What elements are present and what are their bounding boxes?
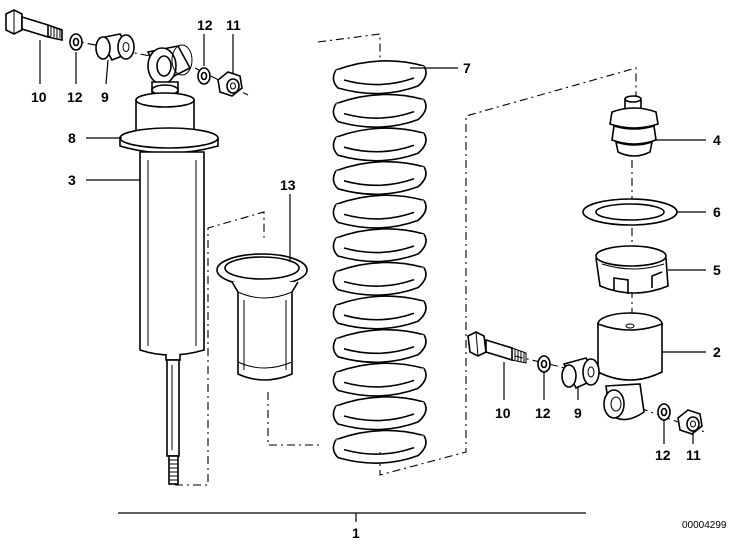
- callout-coil-spring: 7: [463, 60, 471, 76]
- lower-bolt: [467, 331, 527, 364]
- lower-bushing-left: [561, 357, 600, 390]
- upper-washer-right: [197, 67, 211, 85]
- coil-turn-back: [335, 228, 425, 239]
- callout-upper-washer-a: 12: [67, 89, 83, 105]
- lower-washer-left: [537, 355, 551, 373]
- coil-turn-back: [335, 60, 425, 71]
- coil-turn-front: [332, 233, 427, 263]
- coil-turn-back: [335, 429, 425, 441]
- shock-absorber: [119, 81, 219, 485]
- callout-lower-washer-b: 12: [655, 447, 671, 463]
- coil-turn-back: [335, 261, 425, 273]
- coil-turn-front: [332, 401, 427, 431]
- rubber-buffer: [609, 95, 659, 157]
- upper-nut: [217, 71, 243, 97]
- coil-turn-back: [335, 362, 425, 374]
- coil-turn-back: [335, 328, 425, 340]
- coil-turn-back: [335, 160, 425, 172]
- coil-turn-front: [332, 334, 427, 364]
- callout-lower-mount: 2: [713, 344, 721, 360]
- callout-assembly: 1: [352, 525, 360, 541]
- callout-labels: 12 11 10 12 9 8 3 13 7 4 6 5 2 10 12 9 1…: [31, 17, 727, 541]
- upper-bushing-left: [95, 33, 135, 62]
- leader-lines: [39, 34, 706, 522]
- spring-pad: [582, 198, 678, 226]
- coil-turn-front: [332, 300, 427, 330]
- callout-rubber-buffer: 4: [713, 132, 721, 148]
- lower-mount: [597, 312, 663, 421]
- coil-turn-front: [332, 65, 427, 95]
- callout-upper-washer-b: 12: [197, 17, 213, 33]
- spring-seat-cup: [595, 245, 669, 294]
- coil-turn-back: [335, 396, 425, 407]
- shock-top-eye: [146, 44, 193, 85]
- callout-upper-flange: 8: [68, 130, 76, 146]
- upper-bolt: [5, 9, 63, 41]
- upper-washer-left: [69, 33, 83, 51]
- callout-lower-nut: 11: [686, 447, 701, 463]
- callout-upper-bushing: 9: [101, 89, 109, 105]
- coil-turn-back: [335, 127, 425, 138]
- callout-shock-absorber: 3: [68, 172, 76, 188]
- coil-turn-front: [332, 267, 427, 296]
- callout-spring-seat-cup: 5: [713, 262, 721, 278]
- coil-turn-front: [332, 132, 427, 162]
- callout-lower-bolt: 10: [495, 405, 511, 421]
- lower-washer-right: [657, 403, 671, 421]
- coil-turn-back: [335, 93, 425, 105]
- callout-upper-nut: 11: [226, 17, 241, 33]
- coil-turn-back: [335, 295, 425, 306]
- callout-lower-bushing: 9: [574, 405, 582, 421]
- coil-turn-front: [332, 199, 427, 229]
- coil-turn-back: [335, 194, 425, 206]
- coil-turn-front: [332, 435, 427, 464]
- callout-spring-pad: 6: [713, 204, 721, 220]
- document-id: 00004299: [682, 520, 727, 531]
- bump-stop-sleeve: [216, 253, 308, 381]
- lower-nut: [677, 409, 703, 435]
- coil-turn-front: [332, 99, 427, 128]
- callout-bump-stop-sleeve: 13: [280, 177, 296, 193]
- coil-turn-front: [332, 367, 427, 397]
- coil-spring: [332, 60, 427, 464]
- callout-lower-washer-a: 12: [535, 405, 551, 421]
- callout-upper-bolt: 10: [31, 89, 47, 105]
- coil-turn-front: [332, 166, 427, 196]
